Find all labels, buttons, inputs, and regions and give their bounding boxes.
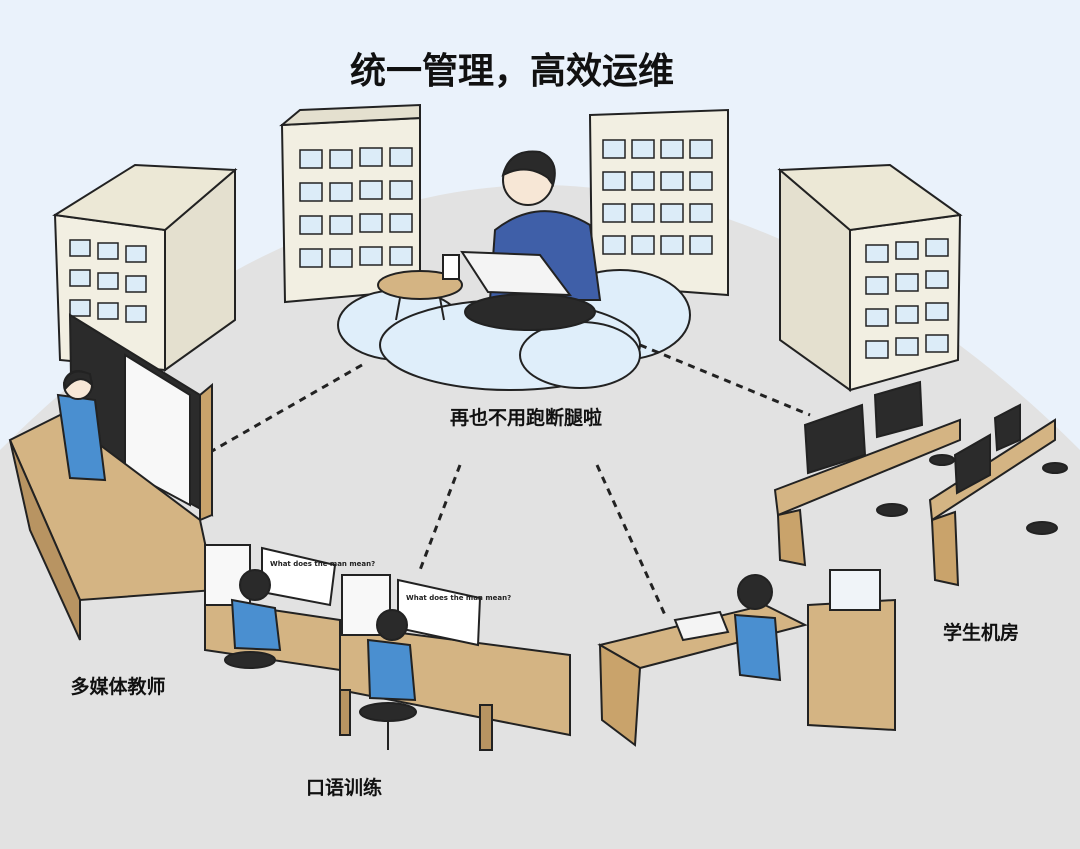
building-center-left xyxy=(279,103,421,304)
building-left xyxy=(52,163,238,372)
speaking-caption: 口语训练 xyxy=(305,777,383,799)
monitor-question-2: What does the man mean? xyxy=(406,594,511,602)
study-desk-scene xyxy=(597,569,896,747)
computer-lab-scene xyxy=(773,380,1068,587)
teacher-caption: 多媒体教师 xyxy=(70,676,166,698)
admin-person xyxy=(377,150,602,331)
connection-lines xyxy=(204,343,811,616)
building-right xyxy=(777,163,963,392)
lab-caption: 学生机房 xyxy=(942,622,1020,644)
building-center-right xyxy=(588,108,729,297)
teacher-scene xyxy=(8,313,217,641)
page-title: 统一管理，高效运维 xyxy=(349,51,675,92)
monitor-question-1: What does the man mean? xyxy=(270,560,375,568)
cloud-caption: 再也不用跑断腿啦 xyxy=(449,407,603,429)
speaking-scene: What does the man mean? What does the ma… xyxy=(204,544,571,751)
